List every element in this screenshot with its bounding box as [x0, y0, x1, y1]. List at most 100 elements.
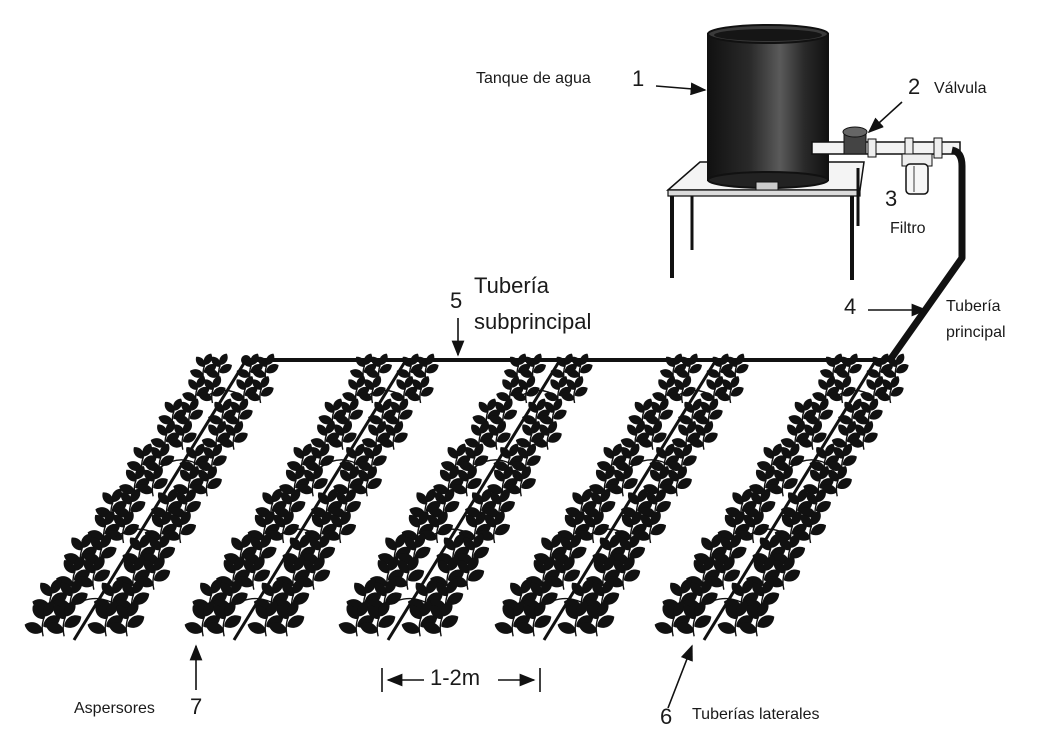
leaf-icon — [534, 615, 552, 628]
leaf-icon — [71, 537, 83, 551]
sprinkler-spray — [745, 528, 792, 538]
leaf-icon — [258, 356, 268, 367]
leaf-icon — [783, 556, 795, 571]
leaf-icon — [753, 560, 766, 574]
leaf-icon — [780, 438, 796, 448]
sprinkler-spray — [790, 459, 833, 468]
leaf-icon — [665, 443, 675, 457]
leaf-icon — [280, 492, 292, 505]
valve-icon — [842, 126, 868, 155]
leaf-icon — [179, 461, 196, 471]
sprinkler-spray — [160, 459, 203, 468]
leaf-icon — [526, 455, 541, 466]
leaf-icon — [102, 492, 114, 505]
leaf-icon — [345, 488, 356, 503]
leaf-icon — [106, 601, 118, 617]
leaf-icon — [673, 601, 685, 617]
leaf-icon — [357, 461, 373, 471]
leaf-icon — [111, 488, 122, 503]
leaf-icon — [367, 478, 382, 490]
leaf-icon — [299, 533, 311, 548]
leaf-icon — [828, 469, 839, 482]
leaf-icon — [313, 556, 325, 571]
leaf-icon — [810, 511, 821, 526]
leaf-icon — [100, 533, 112, 548]
leaf-icon — [760, 488, 771, 503]
leaf-icon — [773, 560, 786, 574]
leaf-icon — [650, 511, 661, 526]
leaf-icon — [414, 546, 431, 559]
leaf-icon — [800, 514, 813, 528]
leaf-icon — [173, 398, 183, 411]
leaf-icon — [730, 533, 742, 548]
leaf-icon — [700, 592, 718, 605]
leaf-icon — [675, 622, 695, 634]
filter-number: 3 — [885, 186, 898, 211]
leaf-icon — [363, 447, 374, 459]
leaf-icon — [644, 415, 660, 425]
leaf-icon — [583, 514, 596, 528]
leaf-icon — [815, 501, 831, 513]
leaf-icon — [150, 507, 168, 518]
leaf-icon — [565, 605, 578, 620]
leaf-icon — [876, 392, 891, 402]
leaf-icon — [810, 469, 821, 482]
leaf-icon — [693, 560, 706, 574]
leaf-icon — [317, 424, 328, 436]
leaf-icon — [804, 415, 820, 425]
leaf-icon — [837, 478, 852, 490]
leaf-icon — [341, 401, 351, 413]
leaf-icon — [293, 556, 305, 571]
leaf-icon — [650, 469, 661, 482]
leaf-icon — [895, 364, 909, 374]
leaf-icon — [317, 492, 329, 505]
leaf-icon — [135, 466, 145, 480]
leaf-icon — [709, 398, 719, 411]
leaf-icon — [511, 461, 527, 471]
leaf-icon — [544, 392, 559, 402]
leaf-icon — [224, 415, 240, 425]
leaf-icon — [64, 601, 76, 617]
main-pipe-label-line2: principal — [946, 324, 1006, 341]
leaf-icon — [717, 622, 737, 634]
leaf-icon — [526, 443, 537, 457]
leaf-icon — [515, 622, 535, 634]
leaf-icon — [677, 478, 692, 490]
leaf-icon — [345, 501, 361, 513]
leaf-icon — [659, 369, 674, 378]
leaf-icon — [874, 376, 884, 388]
leaf-icon — [329, 507, 346, 518]
leaf-icon — [167, 488, 178, 503]
leaf-icon — [230, 578, 243, 594]
leaf-icon — [755, 469, 767, 482]
leaf-icon — [422, 622, 442, 634]
leaf-icon — [325, 421, 335, 434]
leaf-icon — [634, 401, 645, 413]
leaf-icon — [192, 605, 205, 620]
leaf-icon — [593, 560, 606, 574]
leaf-icon — [334, 424, 345, 436]
leaf-icon — [631, 511, 642, 526]
leaf-icon — [703, 421, 714, 434]
leaf-icon — [860, 392, 875, 402]
leaf-icon — [566, 379, 576, 390]
leaf-icon — [595, 469, 607, 482]
leaf-icon — [290, 488, 301, 503]
leaf-icon — [324, 401, 335, 413]
sprinkler-spray — [320, 459, 363, 468]
leaf-icon — [783, 466, 793, 480]
leaf-icon — [599, 537, 612, 551]
leaf-icon — [787, 424, 798, 436]
leaf-icon — [208, 415, 223, 425]
leaf-icon — [181, 401, 191, 413]
leaf-icon — [623, 466, 633, 480]
leaf-icon — [655, 501, 671, 513]
leaf-icon — [336, 492, 348, 505]
leaf-icon — [532, 438, 548, 448]
leaf-icon — [473, 546, 490, 559]
leaf-icon — [825, 356, 836, 367]
leaf-icon — [730, 376, 740, 388]
leaf-icon — [639, 507, 656, 518]
leaf-icon — [444, 488, 455, 503]
leaf-icon — [397, 560, 410, 574]
